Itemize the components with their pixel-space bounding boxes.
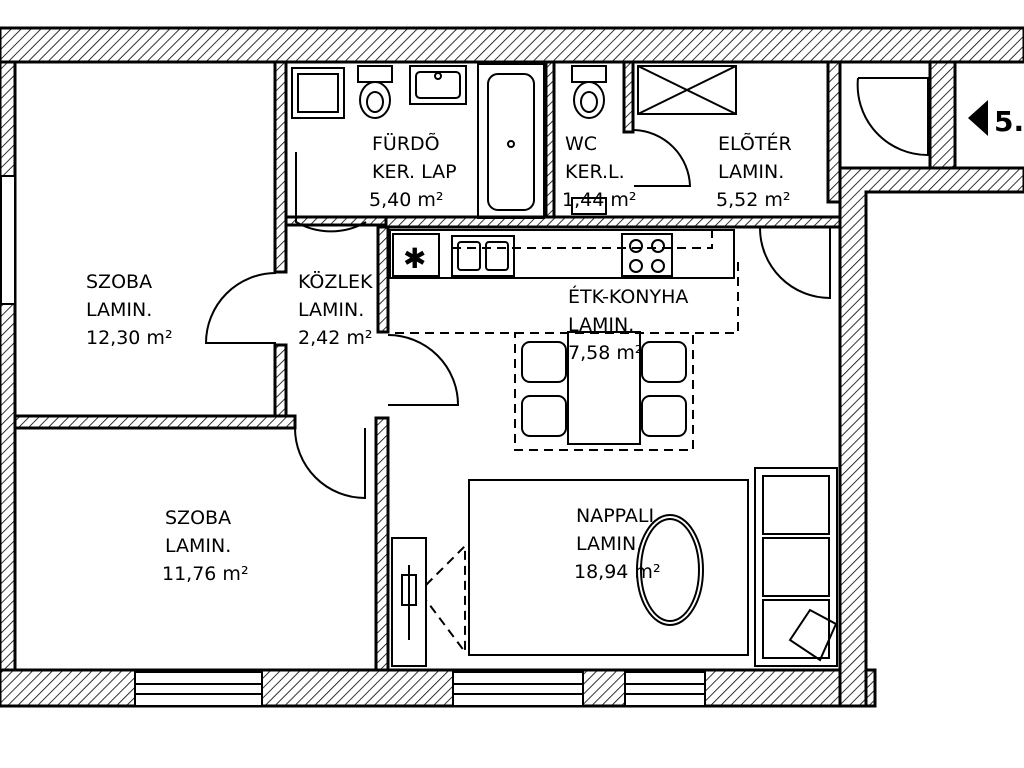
left-wall	[0, 60, 17, 707]
room-floor: LAMIN.	[298, 299, 364, 321]
interior-walls	[13, 60, 842, 672]
chair	[521, 341, 567, 383]
door-kitchen	[759, 227, 831, 300]
room-name: ELÕTÉR	[718, 132, 792, 155]
sink	[409, 65, 467, 105]
wall-szoba2-east	[374, 416, 390, 672]
room-floor: LAMIN.	[568, 314, 634, 336]
fixtures: ✱	[291, 63, 838, 667]
room-floor: KER.L.	[565, 161, 625, 183]
room-name: NAPPALI	[576, 505, 654, 527]
room-area: 7,58 m²	[568, 342, 642, 364]
room-label-etk-konyha: ÉTK-KONYHA LAMIN. 7,58 m²	[568, 285, 688, 364]
door-szoba1	[204, 272, 277, 344]
tv-unit	[391, 537, 466, 667]
fridge	[392, 233, 440, 277]
room-floor: KER. LAP	[372, 161, 457, 183]
doors	[204, 77, 929, 500]
room-area: 5,40 m²	[369, 189, 443, 211]
window-bottom-1	[134, 671, 263, 707]
toilet-bath	[357, 65, 393, 119]
wall-szoba1-east-low	[273, 343, 288, 425]
room-name: SZOBA	[86, 271, 152, 293]
wall-szoba1-east	[273, 60, 288, 274]
door-szoba2	[294, 427, 366, 500]
room-area: 12,30 m²	[86, 327, 173, 349]
door-nappali	[387, 334, 460, 406]
window-bottom-3	[624, 671, 706, 707]
windows	[0, 175, 706, 707]
room-area: 18,94 m²	[574, 561, 661, 583]
room-name: ÉTK-KONYHA	[568, 285, 688, 308]
top-wall	[0, 26, 1024, 64]
wall-kozlek-east	[376, 225, 390, 334]
pillow	[788, 608, 838, 662]
room-label-wc: WC KER.L. 1,44 m²	[562, 133, 636, 211]
wall-wc-hall	[622, 60, 635, 134]
door-wc	[633, 129, 692, 187]
window-left	[0, 175, 16, 305]
bottom-wall	[0, 668, 877, 708]
room-area: 11,76 m²	[162, 563, 249, 585]
room-floor: LAMIN.	[165, 535, 231, 557]
door-entrance	[856, 77, 929, 157]
room-name: SZOBA	[165, 507, 231, 529]
chair	[641, 395, 687, 437]
right-wall-lower	[838, 166, 1024, 708]
exterior-walls	[0, 26, 1024, 708]
wardrobe	[637, 65, 737, 115]
room-name: KÖZLEK	[298, 270, 373, 293]
bathtub	[477, 63, 545, 219]
wall-service-south	[384, 215, 842, 229]
entrance-label: 5.	[994, 105, 1024, 138]
kitchen-counter: ✱	[389, 228, 735, 279]
coffee-table	[636, 514, 704, 626]
wc-sink	[571, 197, 607, 215]
star-icon: ✱	[403, 242, 426, 275]
room-floor: LAMIN.	[576, 533, 642, 555]
room-area: 1,44 m²	[562, 189, 636, 211]
room-label-nappali: NAPPALI LAMIN. 18,94 m²	[574, 505, 661, 583]
window-bottom-2	[452, 671, 584, 707]
chair	[521, 395, 567, 437]
kitchen-sink	[451, 235, 515, 277]
room-name: WC	[565, 133, 597, 155]
room-label-furdo: FÜRDÕ KER. LAP 5,40 m²	[369, 132, 457, 211]
room-label-szoba-2: SZOBA LAMIN. 11,76 m²	[162, 507, 249, 585]
stove	[621, 233, 673, 277]
toilet-wc	[571, 65, 607, 119]
chair	[641, 341, 687, 383]
wall-bath-wc	[544, 60, 556, 221]
triangle-left-icon	[968, 100, 988, 136]
upper-cabinets	[395, 260, 739, 334]
room-label-szoba-1: SZOBA LAMIN. 12,30 m²	[86, 271, 173, 349]
sofa	[754, 467, 838, 667]
right-wall-stub	[928, 60, 957, 170]
room-floor: LAMIN.	[718, 161, 784, 183]
room-area: 5,52 m²	[716, 189, 790, 211]
wall-hall-east	[826, 60, 842, 204]
room-area: 2,42 m²	[298, 327, 372, 349]
dining-table	[514, 331, 694, 451]
room-label-eloter: ELÕTÉR LAMIN. 5,52 m²	[716, 132, 792, 211]
door-bath	[295, 152, 367, 233]
room-label-kozlek: KÖZLEK LAMIN. 2,42 m²	[298, 270, 373, 349]
rug	[468, 479, 749, 656]
room-floor: LAMIN.	[86, 299, 152, 321]
room-name: FÜRDÕ	[372, 132, 440, 155]
shower	[291, 67, 345, 119]
wall-between-rooms	[13, 414, 297, 430]
